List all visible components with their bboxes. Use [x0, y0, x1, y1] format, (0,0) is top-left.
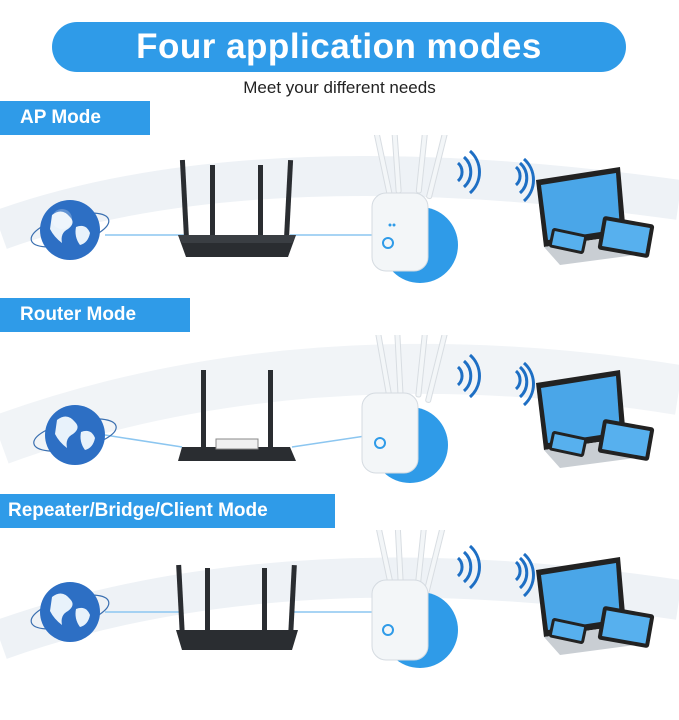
- phone-icon: [548, 228, 588, 254]
- wifi-signal-icon: [456, 544, 535, 598]
- page-subtitle: Meet your different needs: [243, 78, 436, 97]
- mode-label-ap: AP Mode: [0, 101, 150, 135]
- extender-icon: [371, 135, 458, 283]
- extender-icon: [371, 530, 458, 668]
- tablet-icon: [597, 216, 655, 258]
- tablet-icon: [597, 606, 655, 648]
- extender-icon: [361, 335, 448, 483]
- mode-row-router: [0, 335, 679, 525]
- wifi-signal-icon: [456, 149, 535, 203]
- page-title: Four application modes: [52, 22, 626, 72]
- phone-icon: [548, 431, 588, 457]
- router-icon: [178, 370, 296, 461]
- router-icon: [176, 564, 298, 650]
- router-icon: [178, 159, 296, 257]
- tablet-icon: [597, 419, 655, 461]
- globe-icon: [33, 405, 117, 465]
- wifi-signal-icon: [456, 353, 535, 407]
- mode-label-repeater: Repeater/Bridge/Client Mode: [0, 494, 335, 528]
- mode-row-ap: [0, 135, 679, 325]
- mode-label-router: Router Mode: [0, 298, 190, 332]
- globe-icon: [30, 582, 110, 642]
- globe-icon: [30, 200, 110, 260]
- mode-row-repeater: [0, 530, 679, 720]
- phone-icon: [548, 618, 588, 644]
